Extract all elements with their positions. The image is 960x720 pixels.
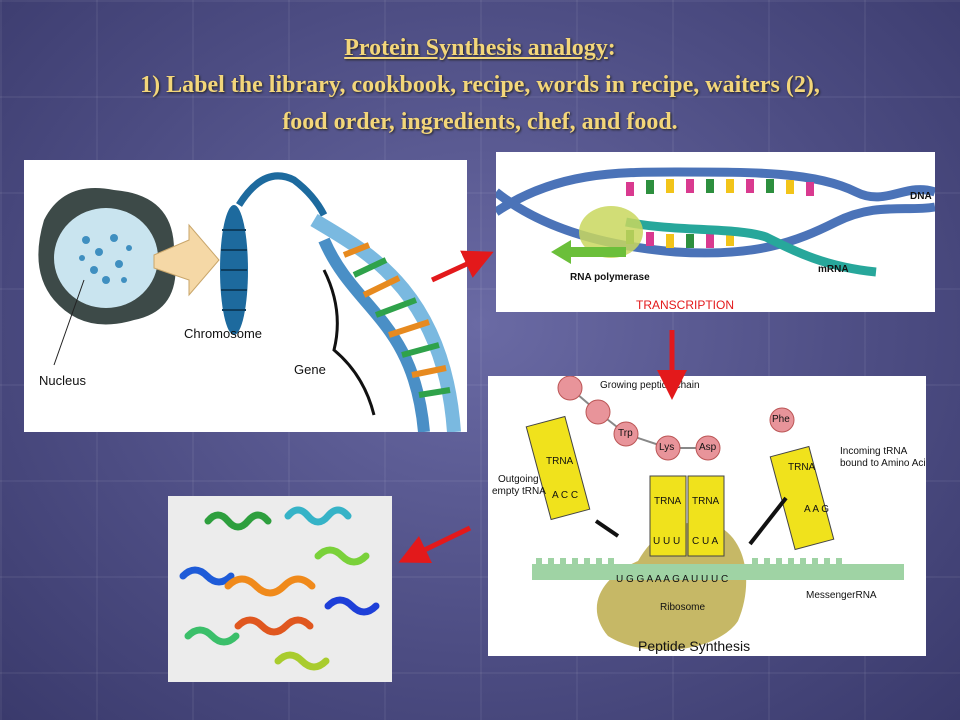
lys-label: Lys <box>659 442 675 453</box>
chromosome-illustration <box>38 172 461 432</box>
chromosome-panel: Nucleus Chromosome Gene <box>24 160 467 432</box>
growing-chain-label: Growing peptide chain <box>600 380 700 391</box>
nucleus-shape <box>54 208 158 308</box>
trp-label: Trp <box>618 428 633 439</box>
outgoing-label-1: Outgoing <box>498 474 539 485</box>
rna-polymerase-label: RNA polymerase <box>570 272 650 283</box>
trna-molecules <box>525 415 835 557</box>
polymerase-direction-arrow <box>551 240 626 264</box>
incoming-label-1: Incoming tRNA <box>840 446 908 457</box>
slide-title: Protein Synthesis analogy: 1) Label the … <box>20 30 940 141</box>
asp-label: Asp <box>699 442 717 453</box>
trna-label-asp: TRNA <box>692 496 720 507</box>
dna-strand-a <box>310 213 461 432</box>
helix-blue-left <box>179 566 235 586</box>
movement-arrows <box>594 496 788 546</box>
transcription-illustration <box>496 167 935 277</box>
helix-green-top <box>204 511 272 531</box>
arrow-to-protein <box>398 525 472 563</box>
mrna-label: mRNA <box>818 264 849 275</box>
outgoing-label-2: empty tRNA <box>492 486 546 497</box>
helix-yellow-bottom <box>274 651 330 671</box>
trna-label-incoming: TRNA <box>788 462 816 473</box>
dna-bottom-strand <box>496 188 935 258</box>
title-colon: : <box>607 35 616 61</box>
anticodon-outgoing: A C C <box>552 490 579 501</box>
peptide-synthesis-illustration <box>525 376 904 651</box>
chromosome-label: Chromosome <box>184 326 263 341</box>
protein-structure-panel <box>168 496 392 682</box>
dna-top-strand <box>496 167 935 216</box>
peptide-synthesis-panel: Growing peptide chain Trp Lys Asp Phe TR… <box>488 376 926 656</box>
nucleus-chromatin <box>79 234 132 284</box>
messenger-rna-label: MessengerRNA <box>806 590 877 601</box>
mrna-strand <box>625 217 877 277</box>
ribosome-label: Ribosome <box>660 602 706 613</box>
helix-red-center <box>234 616 314 636</box>
gene-brace <box>322 269 376 416</box>
title-instruction-line1: 1) Label the library, cookbook, recipe, … <box>140 72 820 98</box>
trna-label-lys: TRNA <box>654 496 682 507</box>
peptide-synthesis-caption: Peptide Synthesis <box>638 638 751 654</box>
amino-acids <box>557 376 795 461</box>
title-heading: Protein Synthesis analogy <box>344 35 608 61</box>
chromatin-fiber <box>236 172 328 217</box>
dna-base-pairs <box>342 242 451 398</box>
mrna-bar <box>532 564 904 580</box>
arrow-to-transcription <box>430 250 494 283</box>
rna-polymerase-shape <box>579 206 643 258</box>
incoming-label-2: bound to Amino Acid <box>840 458 926 469</box>
chromosome-bands <box>221 229 247 311</box>
protein-ribbon-illustration <box>179 506 380 671</box>
dna-label: DNA <box>910 191 932 202</box>
nucleus-label: Nucleus <box>39 373 86 388</box>
phe-label: Phe <box>772 414 790 425</box>
transcription-caption: TRANSCRIPTION <box>636 298 735 312</box>
helix-orange-center <box>224 575 316 597</box>
mrna-teeth <box>536 558 842 564</box>
helix-lime-right <box>314 546 370 566</box>
dna-bases <box>626 179 814 248</box>
anticodon-lys: U U U <box>653 536 681 547</box>
helix-cyan-top <box>284 506 352 526</box>
helix-blue-right <box>324 596 380 616</box>
title-instruction-line2: food order, ingredients, chef, and food. <box>282 109 678 135</box>
gene-label: Gene <box>294 362 326 377</box>
anticodon-asp: C U A <box>692 536 719 547</box>
dna-strand-b <box>318 237 430 432</box>
nucleus-pointer <box>53 279 85 366</box>
trna-label-outgoing: TRNA <box>546 456 574 467</box>
zoom-arrow <box>153 223 220 297</box>
transcription-panel: DNA RNA polymerase mRNA TRANSCRIPTION <box>496 152 935 312</box>
anticodon-incoming: A A G <box>804 504 830 515</box>
mrna-sequence: U G G A A A G A U U U C <box>616 574 729 585</box>
helix-green-bottom <box>184 626 240 646</box>
